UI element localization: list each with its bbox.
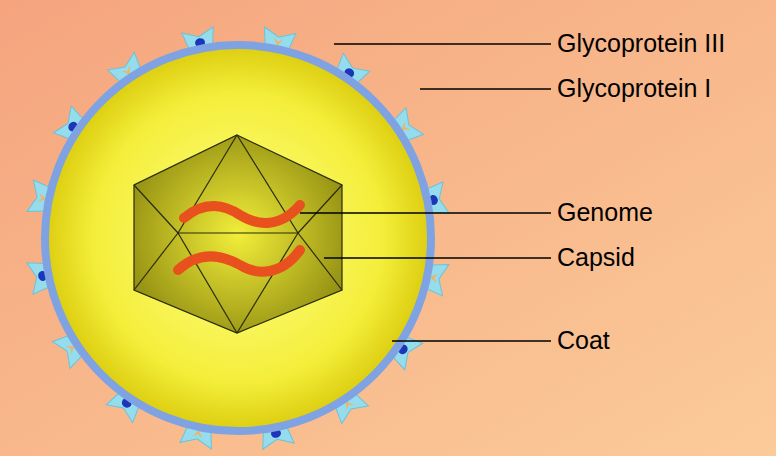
part-label: Glycoprotein I — [557, 75, 711, 103]
part-label: Glycoprotein III — [557, 30, 725, 58]
leader-lines — [300, 44, 551, 341]
spike-group — [27, 27, 449, 449]
part-label: Coat — [557, 327, 610, 355]
virus-coat — [45, 45, 431, 431]
part-label: Capsid — [557, 244, 635, 272]
genome — [178, 205, 300, 272]
capsid — [134, 135, 342, 333]
part-label: Genome — [557, 199, 653, 227]
